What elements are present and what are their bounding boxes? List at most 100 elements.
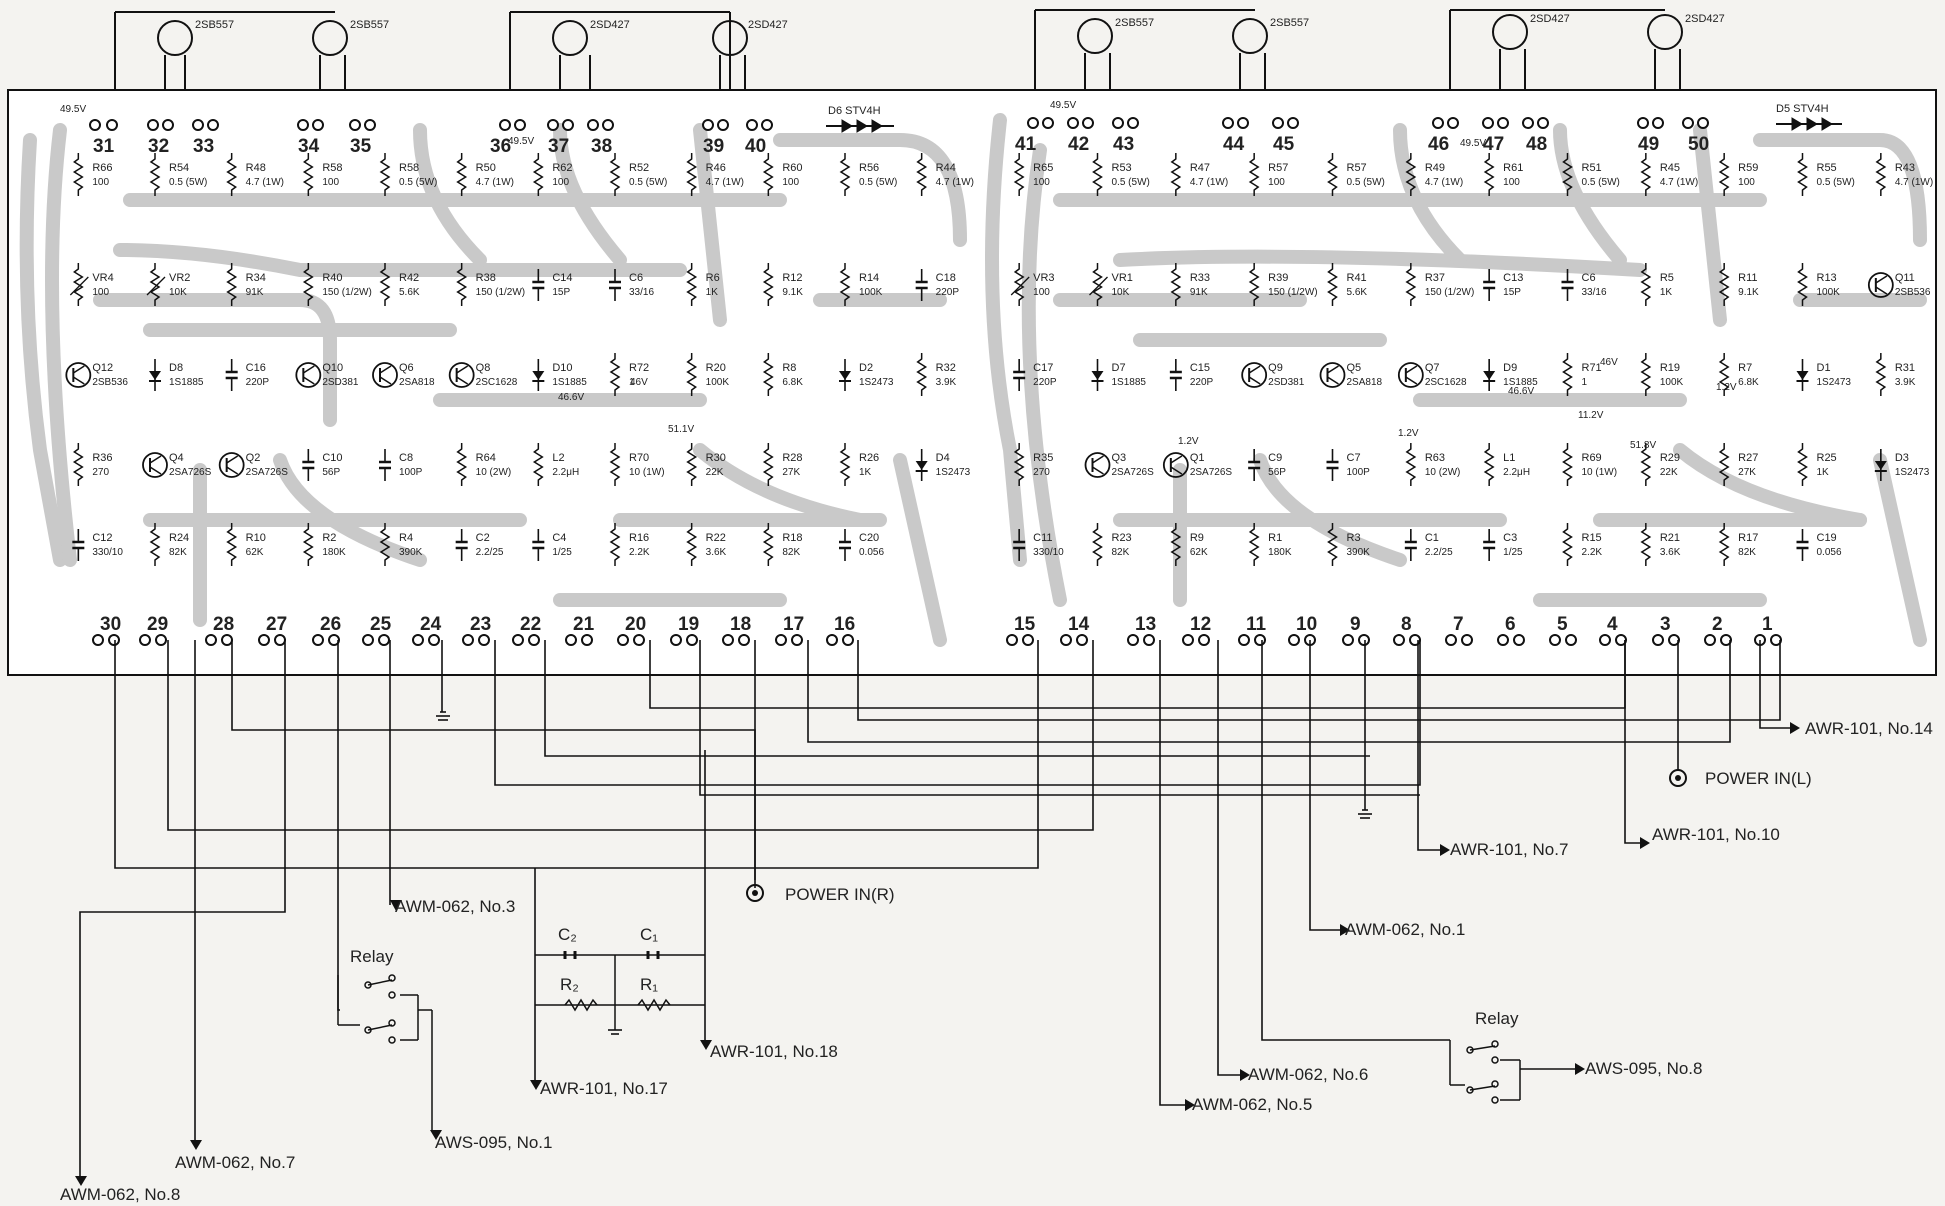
external-wiring — [79, 640, 1790, 1180]
solder-pad — [428, 634, 440, 646]
component-value: 2SD381 — [322, 377, 359, 388]
component-ref: C12 — [92, 532, 112, 544]
component-ref: R3 — [1347, 532, 1361, 544]
component-ref: R61 — [1503, 162, 1523, 174]
resistor-icon — [1327, 523, 1338, 566]
pin-number: 23 — [470, 614, 491, 635]
right-transistor-label: 2SB557 — [1115, 17, 1154, 29]
component-ref: C20 — [859, 532, 879, 544]
diode-icon — [839, 359, 851, 391]
component-ref: D8 — [169, 362, 183, 374]
component-ref: R36 — [92, 452, 112, 464]
component-ref: R12 — [782, 272, 802, 284]
component-ref: R4 — [399, 532, 413, 544]
component-value: 330/10 — [1033, 547, 1064, 558]
component-ref: C19 — [1817, 532, 1837, 544]
component-ref: C1 — [1425, 532, 1439, 544]
component-value: 1S1885 — [1503, 377, 1538, 388]
capacitor-icon — [839, 529, 851, 561]
transistor-icon — [1867, 272, 1894, 298]
component-ref: R59 — [1738, 162, 1758, 174]
voltage-label: 46.6V — [558, 392, 584, 403]
component-ref: R55 — [1817, 162, 1837, 174]
component-ref: C3 — [1503, 532, 1517, 544]
solder-pad — [528, 634, 540, 646]
resistor-icon — [1483, 153, 1495, 196]
left-top-pins: 31 32 33 34 35 36 37 38 39 40 — [89, 119, 773, 157]
resistor-icon — [532, 153, 544, 196]
pin-number: 22 — [520, 614, 541, 635]
resistor-icon — [1562, 443, 1573, 486]
component-value: 82K — [782, 547, 800, 558]
component-value: 15P — [552, 287, 570, 298]
transistor-icon — [372, 362, 398, 388]
component-value: 390K — [1347, 547, 1371, 558]
component-value: 9.1K — [1738, 287, 1759, 298]
component-value: 91K — [1190, 287, 1208, 298]
component-value: 10 (1W) — [1582, 467, 1618, 478]
voltage-label: 11.2V — [1578, 410, 1604, 421]
component-ref: R26 — [859, 452, 879, 464]
component-ref: R37 — [1425, 272, 1445, 284]
component-ref: R27 — [1738, 452, 1758, 464]
c1-label: C₁ — [640, 925, 658, 944]
capacitor-icon — [225, 359, 238, 391]
component-ref: R14 — [859, 272, 879, 284]
component-value: 33/16 — [1582, 287, 1607, 298]
component-value: 100K — [859, 287, 883, 298]
component-value: 1S2473 — [1895, 467, 1930, 478]
solder-pad — [312, 634, 324, 646]
component-value: 4.7 (1W) — [1190, 177, 1228, 188]
capacitor-icon — [1483, 269, 1496, 301]
resistor-icon — [609, 153, 621, 196]
solder-pad — [1513, 634, 1525, 646]
resistor-icon — [72, 153, 84, 196]
component-value: 2SA726S — [169, 467, 212, 478]
component-ref: L2 — [552, 452, 564, 464]
component-value: 220P — [1190, 377, 1214, 388]
resistor-icon — [456, 263, 468, 306]
resistor-icon — [916, 353, 928, 396]
resistor-icon — [1797, 153, 1808, 196]
component-ref: R49 — [1425, 162, 1445, 174]
capacitor-icon — [1013, 359, 1026, 391]
resistor-icon — [1718, 523, 1730, 566]
pin-number: 43 — [1113, 134, 1134, 155]
solder-pad — [1288, 634, 1300, 646]
transistor-icon — [295, 362, 322, 388]
left-bottom-pins: 30 29 28 27 26 25 24 23 22 21 20 19 18 1… — [100, 614, 855, 635]
pin-number: 9 — [1350, 614, 1361, 635]
voltage-label: 1.2V — [1178, 436, 1199, 447]
component-value: 27K — [1738, 467, 1756, 478]
resistor-icon — [609, 523, 621, 566]
component-value: 0.5 (5W) — [1817, 177, 1855, 188]
capacitor-icon — [1248, 449, 1261, 481]
component-value: 100K — [1660, 377, 1684, 388]
ground-icon — [436, 711, 1372, 1035]
component-value: 100 — [92, 287, 109, 298]
power-in-left-icon — [1669, 769, 1687, 787]
component-ref: D3 — [1895, 452, 1909, 464]
component-value: 0.5 (5W) — [1582, 177, 1620, 188]
component-ref: R39 — [1268, 272, 1288, 284]
solder-pad — [1006, 634, 1018, 646]
solder-pad — [670, 634, 682, 646]
component-value: 56P — [1268, 467, 1286, 478]
component-ref: R25 — [1817, 452, 1837, 464]
component-ref: VR3 — [1033, 272, 1054, 284]
pin-number: 44 — [1223, 134, 1245, 155]
component-ref: R21 — [1660, 532, 1680, 544]
solder-pad — [328, 634, 340, 646]
component-value: 10K — [1112, 287, 1130, 298]
component-ref: R48 — [246, 162, 266, 174]
right-transistor-label: 2SB557 — [1270, 17, 1309, 29]
component-ref: D4 — [936, 452, 950, 464]
component-value: 27K — [782, 467, 800, 478]
component-value: 0.5 (5W) — [1347, 177, 1385, 188]
pin-number: 21 — [573, 614, 595, 635]
pin-number: 47 — [1483, 134, 1504, 155]
component-ref: R2 — [322, 532, 336, 544]
component-ref: R44 — [936, 162, 956, 174]
pin-number: 37 — [548, 136, 569, 157]
solder-pad — [1127, 634, 1139, 646]
